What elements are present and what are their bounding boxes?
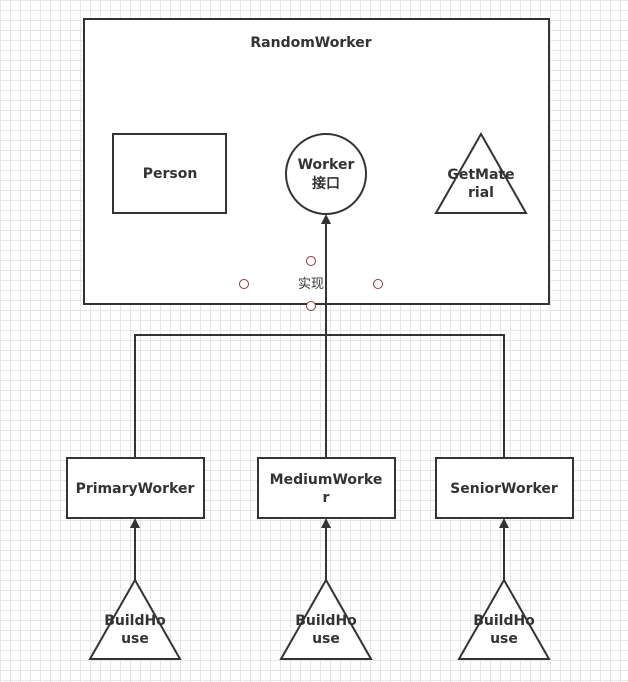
- buildhouse-mid-line2: use: [312, 631, 340, 647]
- edge-handle-right: [373, 279, 383, 289]
- buildhouse-left-line2: use: [121, 631, 149, 647]
- implements-connector[interactable]: [134, 214, 505, 458]
- medium-worker-label-line2: r: [323, 490, 330, 506]
- getmaterial-label-line2: rial: [468, 185, 494, 201]
- buildhouse-mid-line1: BuildHo: [295, 613, 357, 629]
- senior-worker-node[interactable]: SeniorWorker: [435, 457, 574, 519]
- medium-worker-label-line1: MediumWorke: [270, 472, 383, 488]
- buildhouse-right-line1: BuildHo: [473, 613, 535, 629]
- edge-handle-bottom: [306, 301, 316, 311]
- getmaterial-node[interactable]: GetMate rial: [434, 131, 528, 214]
- person-node[interactable]: Person: [112, 133, 227, 214]
- primary-worker-node[interactable]: PrimaryWorker: [66, 457, 205, 519]
- buildhouse-right-line2: use: [490, 631, 518, 647]
- edge-label-group[interactable]: 实现: [239, 256, 383, 311]
- getmaterial-label-line1: GetMate: [447, 167, 514, 183]
- buildhouse-mid-node[interactable]: BuildHo use: [279, 577, 373, 660]
- senior-worker-label: SeniorWorker: [450, 481, 558, 497]
- connector-horizontal-bus: [134, 334, 505, 458]
- medium-worker-node[interactable]: MediumWorke r: [257, 457, 396, 519]
- worker-interface-node[interactable]: Worker 接口: [285, 133, 367, 215]
- edge-handle-left: [239, 279, 249, 289]
- worker-label-line1: Worker: [298, 157, 355, 173]
- edge-handle-top: [306, 256, 316, 266]
- buildhouse-right-node[interactable]: BuildHo use: [457, 577, 551, 660]
- buildhouse-left-node[interactable]: BuildHo use: [88, 577, 182, 660]
- worker-label-line2: 接口: [312, 175, 340, 192]
- buildhouse-left-line1: BuildHo: [104, 613, 166, 629]
- random-worker-title: RandomWorker: [250, 35, 371, 51]
- person-label: Person: [143, 166, 198, 182]
- primary-worker-label: PrimaryWorker: [76, 481, 195, 497]
- edge-label-implement: 实现: [298, 277, 324, 292]
